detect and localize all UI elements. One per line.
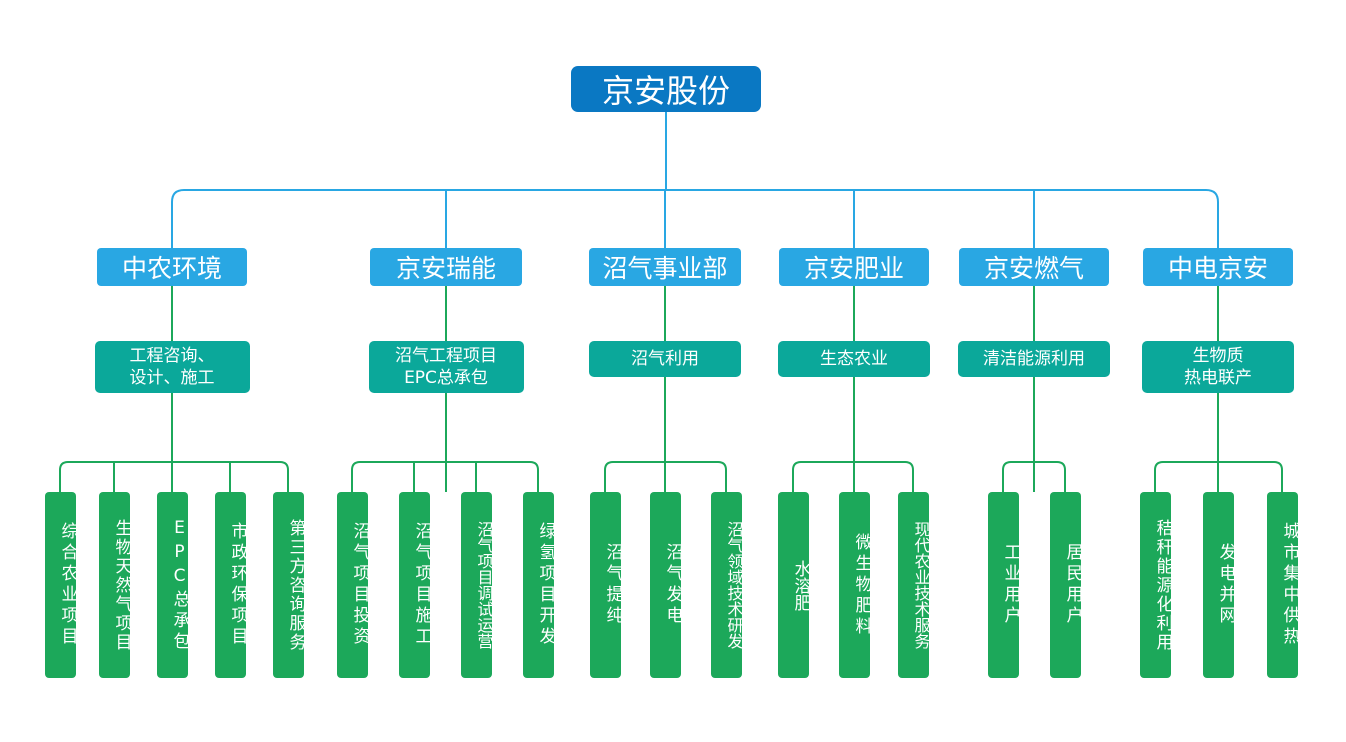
business-label: EPC总承包 [404,368,488,388]
item-node: 生物天然气项目 [98,492,132,678]
business-node: 生态农业 [778,341,930,377]
company-node: 沼气事业部 [589,248,741,286]
item-node: 市政环保项目 [214,492,248,678]
item-node: 第三方咨询服务 [272,492,306,678]
item-node: 现代农业技术服务 [897,492,931,678]
root-node: 京安股份 [571,66,761,112]
item-bus-line [351,461,539,492]
item-bus-line [1002,461,1066,492]
business-label: 生物质 [1192,346,1244,366]
item-node: 绿氢项目开发 [522,492,556,678]
business-node: 工程咨询、设计、施工 [94,341,250,393]
business-label: 清洁能源利用 [983,349,1085,369]
item-bus-line [59,461,289,492]
item-node: 沼气发电 [649,492,683,678]
company-node: 京安肥业 [779,248,929,286]
business-label: 工程咨询、 [129,346,215,366]
item-node: 居民用户 [1049,492,1083,678]
company-bus-line [171,189,1219,248]
business-node: 生物质热电联产 [1142,341,1294,393]
item-node: 沼气项目施工 [398,492,432,678]
item-node: 水溶肥 [777,492,811,678]
business-label: 沼气利用 [631,349,699,369]
item-node: 发电并网 [1202,492,1236,678]
item-node: 沼气项目调试运营 [460,492,494,678]
item-node: 工业用户 [987,492,1021,678]
item-node: 秸秆能源化利用 [1139,492,1173,678]
business-node: 清洁能源利用 [958,341,1110,377]
business-label: 生态农业 [820,349,888,369]
business-label: 热电联产 [1184,368,1252,388]
item-node: 城市集中供热 [1266,492,1300,678]
company-node: 中农环境 [97,248,247,286]
item-node: 沼气提纯 [589,492,623,678]
item-node: 沼气项目投资 [336,492,370,678]
business-node: 沼气利用 [589,341,741,377]
item-node: 沼气领域技术研发 [710,492,744,678]
company-node: 京安燃气 [959,248,1109,286]
item-node: 综合农业项目 [44,492,78,678]
company-node: 中电京安 [1143,248,1293,286]
business-label: 沼气工程项目 [395,346,497,366]
item-node: EPC总承包 [156,492,190,678]
business-label: 设计、施工 [129,368,215,388]
company-node: 京安瑞能 [370,248,522,286]
item-node: 微生物肥料 [838,492,872,678]
